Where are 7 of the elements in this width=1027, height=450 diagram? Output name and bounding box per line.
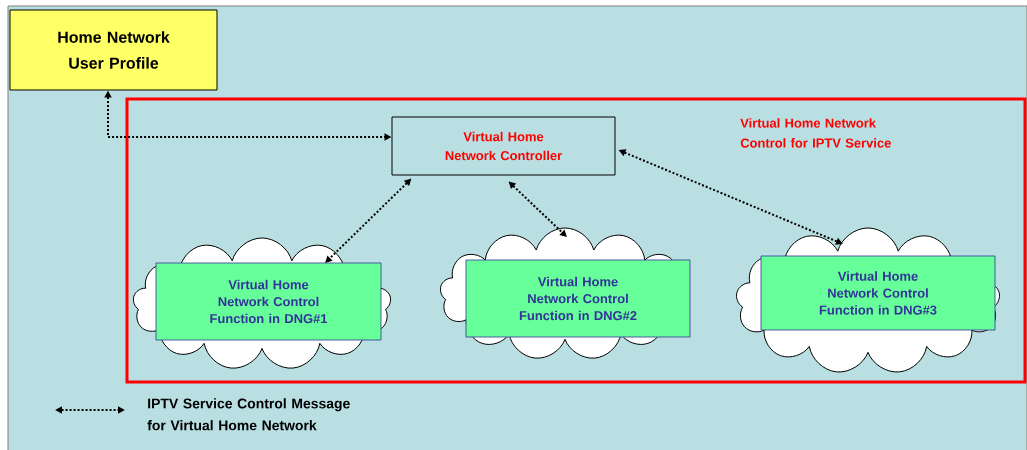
function-box: Virtual Home Network Control Function in DNG#3	[760, 255, 996, 331]
frame-heading: Virtual Home Network Control for IPTV Service	[740, 118, 891, 148]
function-box: Virtual Home Network Control Function in DNG#2	[465, 259, 691, 338]
legend-text: IPTV Service Control Message for Virtual Home Network	[147, 398, 350, 431]
controller-box: Virtual Home Network Controller	[391, 116, 616, 176]
profile-box: Home Network User Profile	[9, 9, 218, 91]
function-box: Virtual Home Network Control Function in DNG#1	[155, 262, 382, 341]
